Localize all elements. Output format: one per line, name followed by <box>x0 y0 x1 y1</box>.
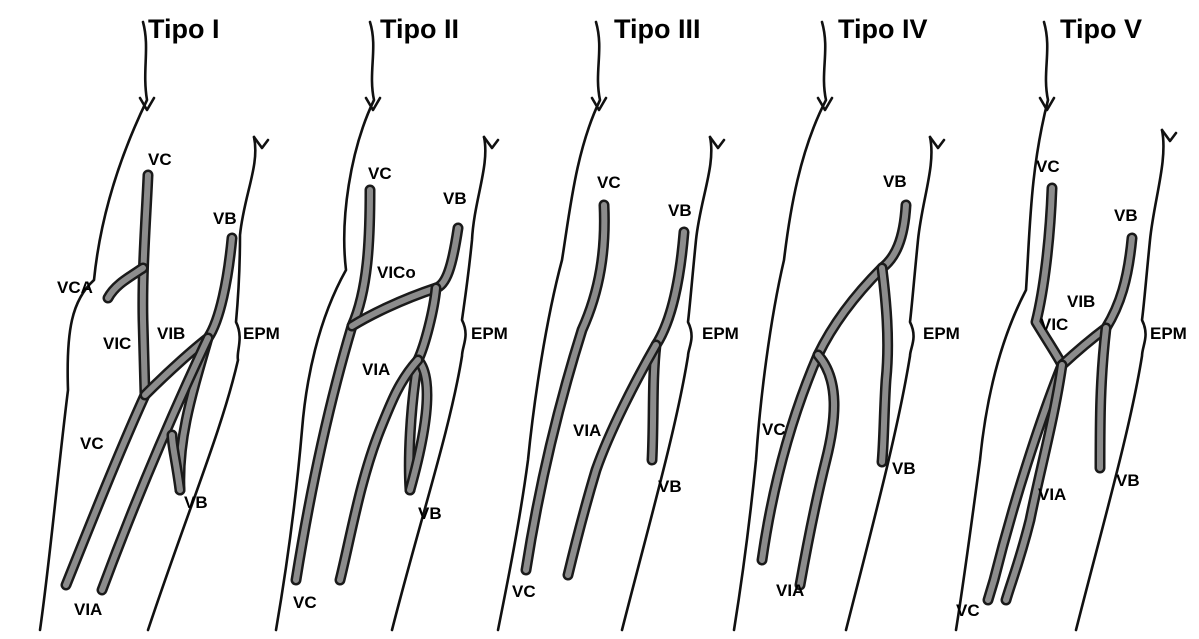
label-vc: VC <box>512 582 536 601</box>
label-vb: VB <box>1114 206 1138 225</box>
panel-title: Tipo II <box>380 14 459 44</box>
vein-outline <box>180 238 232 490</box>
label-vb: VB <box>883 172 907 191</box>
label-via: VIA <box>362 360 390 379</box>
label-vb: VB <box>1116 471 1140 490</box>
label-vb: VB <box>418 504 442 523</box>
label-vb: VB <box>892 459 916 478</box>
vein-group <box>66 175 232 590</box>
label-via: VIA <box>573 421 601 440</box>
label-vc: VC <box>597 173 621 192</box>
panel-title: Tipo V <box>1060 14 1142 44</box>
panel-tipo-2: Tipo II VC VB VICo EPM VIA VB VC <box>276 14 508 630</box>
panel-title: Tipo IV <box>838 14 928 44</box>
arm-outline-medial <box>40 22 147 630</box>
vein-outline <box>568 345 656 575</box>
vein-group <box>988 188 1132 600</box>
label-vib: VIB <box>157 324 185 343</box>
panel-title: Tipo I <box>148 14 220 44</box>
label-vb: VB <box>658 477 682 496</box>
vein-core <box>66 395 145 585</box>
label-vib: VIB <box>1067 292 1095 311</box>
label-vc: VC <box>293 593 317 612</box>
label-vc: VC <box>148 150 172 169</box>
label-epm: EPM <box>702 324 739 343</box>
label-epm: EPM <box>243 324 280 343</box>
panel-tipo-5: Tipo V VC VB VIB VIC EPM VIA VB VC <box>956 14 1187 630</box>
arm-outline-lateral <box>1076 130 1163 630</box>
label-vico: VICo <box>377 263 416 282</box>
label-vc: VC <box>80 434 104 453</box>
label-vb: VB <box>443 189 467 208</box>
panel-tipo-4: Tipo IV VB EPM VC VB VIA <box>734 14 960 630</box>
vein-group <box>526 205 684 575</box>
label-epm: EPM <box>1150 324 1187 343</box>
label-vc: VC <box>368 164 392 183</box>
label-via: VIA <box>1038 485 1066 504</box>
label-vic: VIC <box>1040 315 1068 334</box>
panel-title: Tipo III <box>614 14 701 44</box>
label-vic: VIC <box>103 334 131 353</box>
label-vb: VB <box>668 201 692 220</box>
label-vb: VB <box>213 209 237 228</box>
label-epm: EPM <box>923 324 960 343</box>
label-vb: VB <box>184 493 208 512</box>
panel-tipo-3: Tipo III VC VB EPM VIA VB VC <box>498 14 739 630</box>
label-via: VIA <box>74 600 102 619</box>
label-via: VIA <box>776 581 804 600</box>
label-vc: VC <box>1036 157 1060 176</box>
panel-tipo-1: Tipo I VC VB VCA VIC VIB EPM VC VB VIA <box>40 14 280 630</box>
label-vca: VCA <box>57 278 93 297</box>
label-vc: VC <box>956 601 980 620</box>
label-epm: EPM <box>471 324 508 343</box>
label-vc: VC <box>762 420 786 439</box>
